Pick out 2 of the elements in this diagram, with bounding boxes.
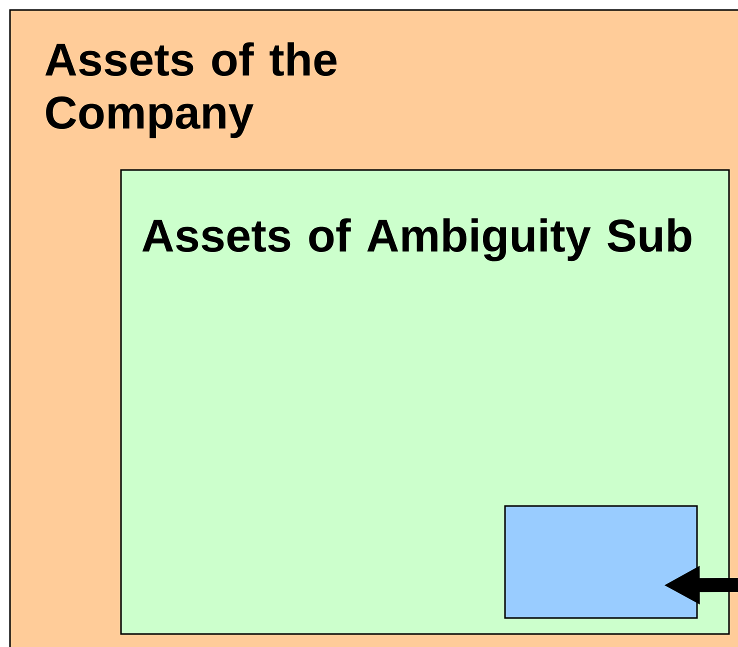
- subsidiary-box: Assets of Ambiguity Sub: [120, 169, 730, 635]
- box: [504, 505, 698, 619]
